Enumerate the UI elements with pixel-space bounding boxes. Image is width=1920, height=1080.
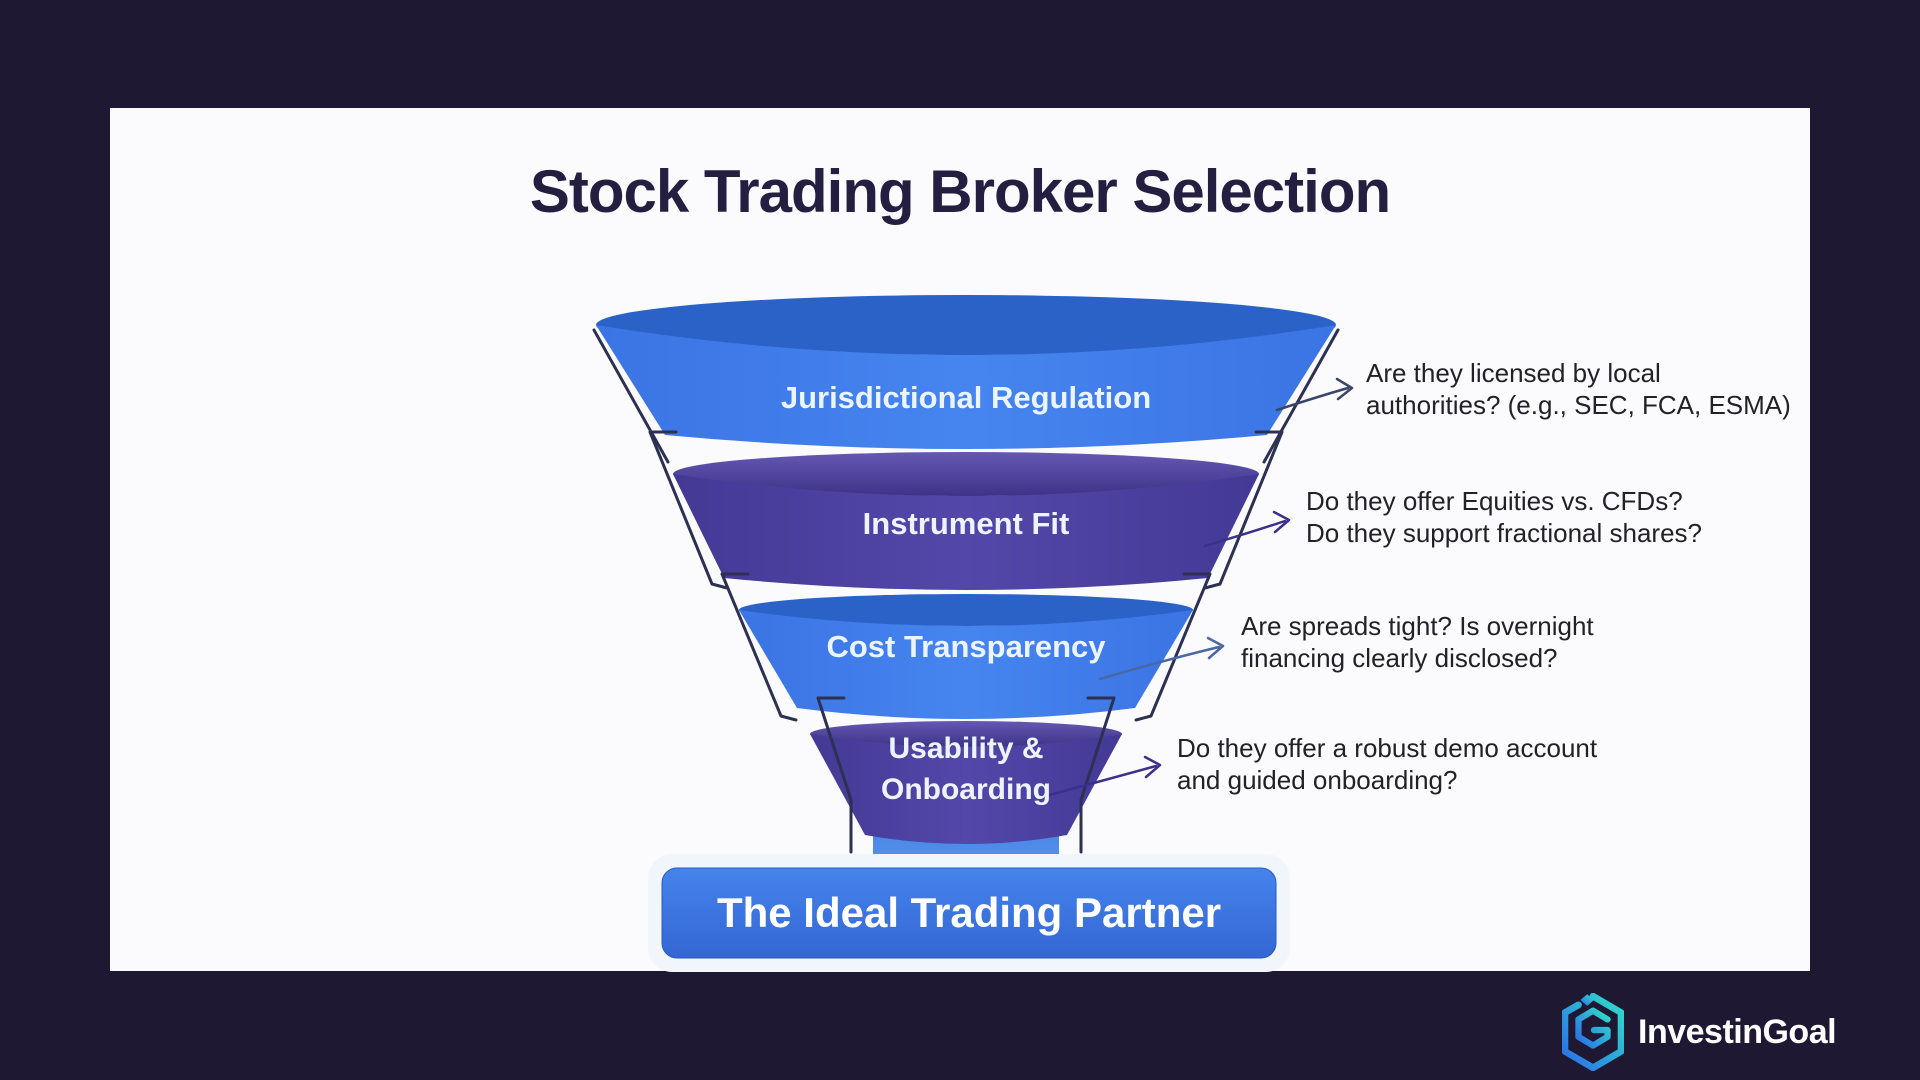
bracket-lines <box>592 328 1340 854</box>
funnel-stage-3-face <box>739 610 1193 719</box>
stage-4-annotation: Do they offer a robust demo account and … <box>1177 732 1597 796</box>
stage-3-annotation: Are spreads tight? Is overnight financin… <box>1241 610 1594 674</box>
bracket-line <box>648 430 729 590</box>
bracket-line <box>1079 696 1116 854</box>
annotation-line: Do they support fractional shares? <box>1306 518 1702 548</box>
logo-text: InvestinGoal <box>1638 1012 1837 1051</box>
annotation-arrow-1 <box>1275 377 1354 412</box>
logo-icon <box>1562 993 1624 1071</box>
funnel-stage-2-label: Instrument Fit <box>863 506 1070 541</box>
bracket-line <box>1262 328 1340 464</box>
annotation-line: authorities? (e.g., SEC, FCA, ESMA) <box>1366 390 1791 420</box>
funnel-stage-1-rim <box>596 295 1336 355</box>
funnel-stage-2-rim <box>673 452 1259 496</box>
bracket-line <box>592 328 670 464</box>
result-box <box>661 867 1277 959</box>
annotation-arrow-2 <box>1203 510 1291 548</box>
funnel-stage-4-label-line-2: Onboarding <box>881 773 1051 806</box>
annotation-arrow-4 <box>1044 755 1162 798</box>
stage-1-annotation: Are they licensed by local authorities? … <box>1366 357 1791 421</box>
bracket-line <box>816 696 853 854</box>
annotation-arrow-3 <box>1098 636 1225 681</box>
funnel-stage-2-face <box>673 474 1259 590</box>
annotation-line: Do they offer a robust demo account <box>1177 733 1598 763</box>
annotation-line: and guided onboarding? <box>1177 765 1458 795</box>
funnel-stage-4-rim <box>810 721 1122 747</box>
funnel-stage-3-rim <box>739 594 1193 626</box>
stage-2-annotation: Do they offer Equities vs. CFDs? Do they… <box>1306 485 1702 549</box>
funnel-stage-4-label-line-1: Usability & <box>888 732 1043 765</box>
funnel-stage-1-face <box>596 325 1336 449</box>
result-label: The Ideal Trading Partner <box>717 889 1221 936</box>
bracket-line <box>1134 572 1212 722</box>
annotation-line: Do they offer Equities vs. CFDs? <box>1306 486 1683 516</box>
bracket-line <box>1203 430 1284 590</box>
logo: InvestinGoal <box>1562 992 1837 1072</box>
annotation-line: Are spreads tight? Is overnight <box>1241 611 1594 641</box>
annotation-line: Are they licensed by local <box>1366 358 1661 388</box>
funnel-stage-3-label: Cost Transparency <box>826 629 1106 664</box>
bracket-line <box>720 572 798 722</box>
funnel-stage-1-label: Jurisdictional Regulation <box>781 380 1151 415</box>
annotation-line: financing clearly disclosed? <box>1241 643 1558 673</box>
page-title: Stock Trading Broker Selection <box>529 158 1391 225</box>
funnel-stage-4-face <box>810 734 1122 844</box>
